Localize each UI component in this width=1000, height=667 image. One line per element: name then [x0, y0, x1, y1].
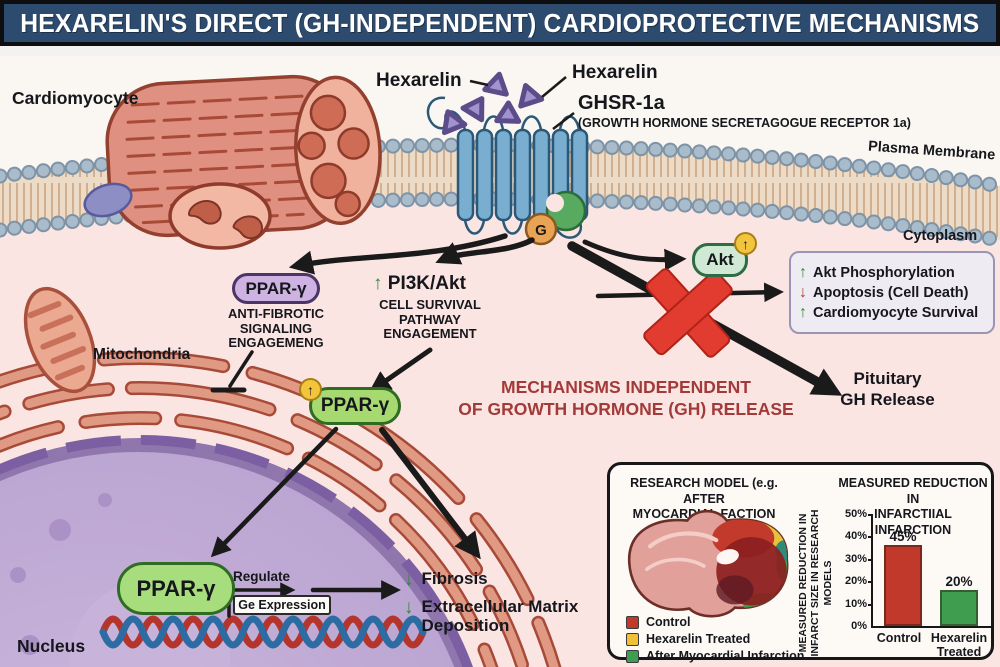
cardiomyocyte-icon [83, 74, 382, 250]
plot-area: 45% 20% [871, 514, 991, 628]
outcome-row: ↓ Apoptosis (Cell Death) [799, 283, 969, 301]
page-title: HEXARELIN'S DIRECT (GH-INDEPENDENT) CARD… [20, 7, 980, 38]
cytoplasm-label: Cytoplasm [903, 228, 978, 244]
y-tick: 50% [844, 508, 867, 520]
up-arrow-icon: ↑ [799, 303, 807, 321]
effects-list: ↓ Fibrosis ↓ Extracellular Matrix Deposi… [404, 569, 594, 636]
hexarelin-label-right: Hexarelin [572, 62, 658, 83]
bar-column-hexarelin: 20% [939, 514, 979, 626]
chart-title: MEASURED REDUCTION IN INFARCTIIAL INFARC… [838, 476, 988, 537]
y-tick: 40% [844, 530, 867, 542]
legend-swatch-control [626, 615, 639, 629]
ppar-gamma-green-pill: PPAR-γ ↑ [299, 378, 401, 425]
effect-row: ↓ Fibrosis [404, 569, 488, 590]
header-divider [0, 46, 1000, 56]
bar-chart: MEASURED REDUCTION IN INFARCT SIZE IN RE… [797, 508, 991, 660]
x-tick-control: Control [876, 631, 922, 645]
legend-swatch-infarction [626, 649, 639, 663]
nucleus-label: Nucleus [17, 636, 86, 656]
y-axis-label: MEASURED REDUCTION IN INFARCT SIZE IN RE… [797, 509, 834, 657]
effect-row: ↓ Extracellular Matrix Deposition [404, 596, 579, 636]
hexarelin-label-left: Hexarelin [376, 70, 462, 91]
outcome-row: ↑ Akt Phosphorylation [799, 263, 955, 281]
akt-pill: Akt ↑ [692, 232, 757, 277]
legend-item: Hexarelin Treated [626, 632, 804, 646]
legend-item: After Myocardial Infarction [626, 649, 804, 663]
anti-fibrotic-sublabel: ANTI-FIBROTIC SIGNALING ENGAGEMENG [227, 306, 325, 351]
endoplasmic-reticulum-icon [0, 351, 579, 667]
down-arrow-icon: ↓ [404, 596, 414, 618]
research-panel: RESEARCH MODEL (e.g. AFTER MYOCARDIAL FA… [607, 462, 994, 663]
legend-swatch-hexarelin [626, 632, 639, 646]
down-arrow-icon: ↓ [799, 283, 807, 301]
x-tick-hexarelin: Hexarelin Treated [930, 631, 988, 659]
down-arrow-icon: ↓ [404, 569, 414, 590]
y-tick: 0% [851, 620, 867, 632]
svg-text:G: G [535, 222, 547, 239]
y-tick: 30% [844, 553, 867, 565]
ppar-gamma-nucleus-pill: PPAR-γ [117, 562, 235, 615]
pituitary-label: Pituitary GH Release [840, 369, 935, 410]
pointer-lines [469, 76, 575, 130]
mitochondria-icon [23, 286, 97, 394]
outcome-row: ↑ Cardiomyocyte Survival [799, 303, 979, 321]
bar-control [884, 545, 922, 626]
outcomes-box: ↑ Akt Phosphorylation ↓ Apoptosis (Cell … [789, 251, 995, 334]
receptor-fullname-label: (GROWTH HORMONE SECRETAGOGUE RECEPTOR 1a… [578, 116, 911, 130]
data-label: 45% [889, 529, 917, 545]
cardiomyocyte-label: Cardiomyocyte [12, 88, 139, 108]
upregulated-badge-icon: ↑ [734, 232, 757, 255]
title-banner: HEXARELIN'S DIRECT (GH-INDEPENDENT) CARD… [0, 0, 1000, 46]
pi3k-akt-label: ↑ PI3K/Akt [373, 273, 466, 294]
cell-survival-sublabel: CELL SURVIVAL PATHWAY ENGAGEMENT [379, 297, 481, 342]
data-label: 20% [945, 574, 973, 590]
bar-hexarelin [940, 590, 978, 626]
legend: Control Hexarelin Treated After Myocardi… [626, 615, 804, 663]
infarct-tissue-section-icon [627, 509, 789, 618]
ppar-gamma-purple-pill: PPAR-γ [232, 273, 320, 304]
mitochondria-label: Mitochondria [93, 346, 191, 363]
upregulated-badge-icon: ↑ [299, 378, 322, 401]
hexarelin-ligand-icon [441, 71, 545, 136]
dna-icon [99, 615, 427, 649]
up-arrow-icon: ↑ [373, 273, 383, 294]
regulate-label: Regulate [233, 569, 291, 584]
bar-column-control: 45% [883, 514, 923, 626]
y-tick: 20% [844, 575, 867, 587]
up-arrow-icon: ↑ [799, 263, 807, 281]
gh-independent-statement: MECHANISMS INDEPENDENT OF GROWTH HORMONE… [458, 377, 794, 419]
receptor-name-label: GHSR-1a [578, 92, 665, 114]
g-protein-icon: G [524, 190, 587, 246]
y-tick: 10% [844, 598, 867, 610]
red-x-icon [643, 268, 733, 358]
legend-item: Control [626, 615, 804, 629]
gene-expression-box: Ge Expression [233, 595, 331, 615]
